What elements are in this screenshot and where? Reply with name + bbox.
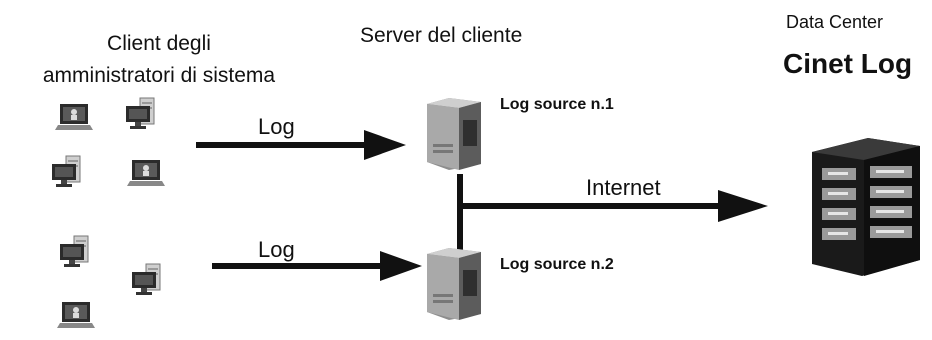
admin-clients-title-line1: Client degli [107,32,211,55]
desktop-icon [125,97,155,130]
desktop-icon [131,263,161,296]
server-icon [427,248,481,320]
laptop-icon [127,160,165,186]
datacenter-title: Data Center [786,12,884,32]
desktop-icon [51,155,81,188]
datacenter-name: Cinet Log [783,48,913,79]
server-icon [427,98,481,170]
log-source-2-label: Log source n.2 [500,256,614,273]
log-arrow-1 [196,130,406,160]
admin-clients-title-line2: amministratori di sistema [42,64,276,87]
log-arrow-1-label: Log [258,114,295,139]
admin-clients-title: Client degli amministratori di sistema [24,28,294,92]
server-title: Server del cliente [360,24,523,47]
internet-arrow-label: Internet [586,175,661,200]
laptop-icon [57,302,95,328]
admin-clients-group-2 [57,235,161,328]
log-source-1-label: Log source n.1 [500,96,614,113]
desktop-icon [59,235,89,268]
admin-clients-group-1 [51,97,165,188]
log-arrow-2-label: Log [258,237,295,262]
log-arrow-2 [212,251,422,281]
internet-arrow [460,190,768,222]
laptop-icon [55,104,93,130]
datacenter-rack-icon [812,138,920,276]
